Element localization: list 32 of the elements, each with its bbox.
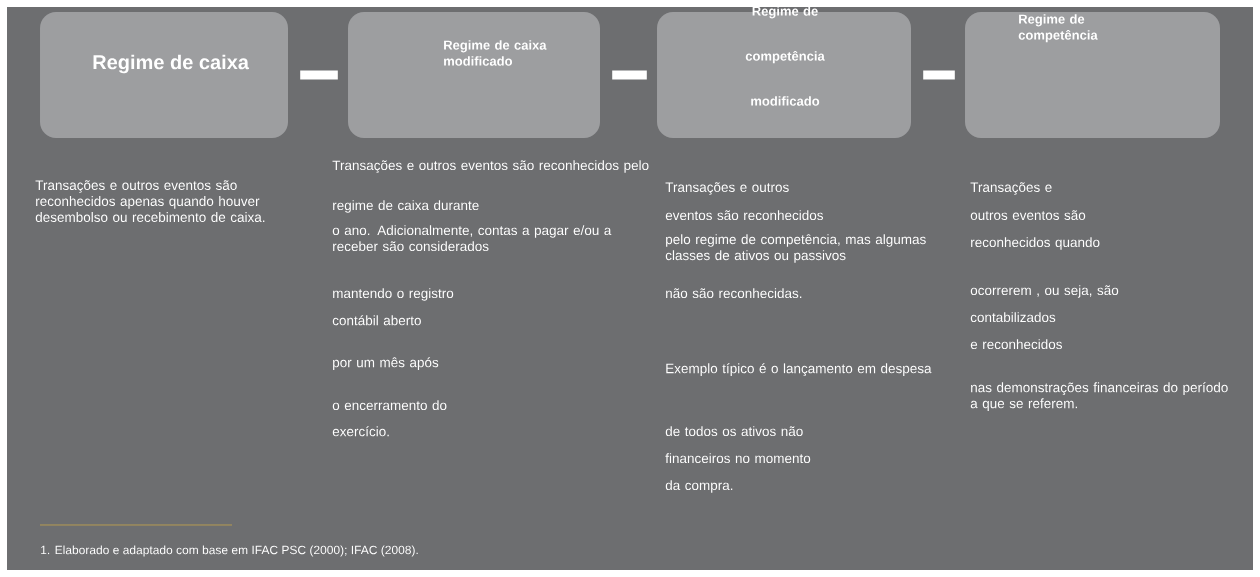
description-text: o encerramento do: [332, 400, 447, 411]
description-text: contabilizados: [970, 312, 1056, 323]
description-text: Transações e outros: [665, 182, 789, 195]
connector-bar: [612, 70, 647, 80]
description-text: de todos os ativos não: [665, 426, 803, 437]
stage-box: Regime de competência modificado: [657, 6, 911, 138]
stage-box: Regime de competência: [965, 12, 1220, 138]
description-text: Transações e outros eventos são reconhecidos apenas quando houver desembolso ou recebimento de caixa.: [35, 180, 265, 222]
footnote-text: 1. Elaborado e adaptado com base em IFAC PSC (2000); IFAC (2008).: [41, 545, 418, 557]
description-text: eventos são reconhecidos: [665, 210, 824, 221]
description-text: da compra.: [665, 480, 733, 493]
description-text: outros eventos são: [970, 210, 1086, 220]
description-text: Transações e: [970, 182, 1052, 195]
description-text: nas demonstrações financeiras do período a que se referem.: [970, 382, 1228, 411]
description-text: financeiros no momento: [665, 453, 811, 464]
description-text: mantendo o registro: [333, 288, 454, 301]
description-text: Exemplo típico é o lançamento em despesa: [666, 363, 932, 376]
description-text: o ano. Adicionalmente, contas a pagar e/ou a receber são considerados: [332, 225, 612, 252]
description-text: exercício.: [332, 426, 389, 437]
description-text: não são reconhecidas.: [666, 288, 802, 299]
description-text: regime de caixa durante: [333, 200, 479, 213]
description-text: Transações e outros eventos são reconhecidos pelo: [332, 160, 649, 173]
description-text: reconhecidos quando: [971, 237, 1100, 250]
connector-bar: [923, 70, 955, 80]
stage-box: Regime de caixa: [40, 12, 288, 138]
connector-bar: [300, 70, 338, 80]
description-text: contábil aberto: [332, 315, 421, 326]
stage-box: Regime de caixa modificado: [348, 12, 600, 138]
description-text: por um mês após: [333, 357, 439, 370]
description-text: pelo regime de competência, mas algumas classes de ativos ou passivos: [665, 234, 926, 263]
description-text: e reconhecidos: [970, 339, 1062, 350]
description-text: ocorrerem , ou seja, são: [970, 285, 1119, 298]
